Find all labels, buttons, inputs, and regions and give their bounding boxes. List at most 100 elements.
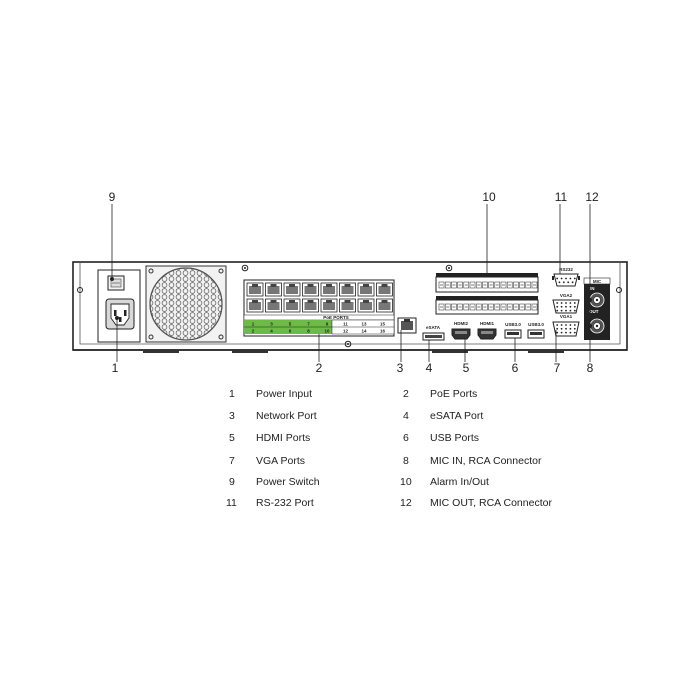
poe-rj45-port[interactable] — [265, 282, 282, 297]
mic-out-label: OUT — [589, 309, 599, 314]
poe-rj45-port[interactable] — [302, 298, 319, 313]
connector-pin — [556, 305, 559, 308]
callout-leader-lines — [110, 204, 593, 362]
poe-port-number: 8 — [307, 329, 310, 334]
alarm-terminal[interactable] — [531, 303, 538, 311]
usb-port-2[interactable] — [527, 329, 545, 339]
network-port[interactable] — [397, 317, 417, 334]
poe-rj45-port[interactable] — [376, 298, 393, 313]
callout-1: 1 — [112, 361, 119, 375]
alarm-terminal[interactable] — [444, 281, 451, 289]
connector-pin — [569, 277, 572, 280]
alarm-terminal[interactable] — [519, 303, 525, 311]
callout-9: 9 — [109, 190, 116, 204]
alarm-terminal[interactable] — [475, 303, 482, 311]
connector-pin — [565, 277, 567, 280]
alarm-terminal[interactable] — [500, 281, 507, 289]
alarm-terminal[interactable] — [519, 281, 525, 289]
poe-rj45-port[interactable] — [357, 282, 375, 297]
rs232-label: RS232 — [559, 267, 573, 272]
alarm-terminal[interactable] — [488, 303, 494, 311]
connector-pin — [560, 309, 563, 312]
connector-pin — [569, 324, 572, 326]
connector-pin — [573, 309, 576, 312]
alarm-terminal[interactable] — [469, 303, 476, 311]
poe-port-number: 6 — [289, 329, 292, 334]
poe-rj45-port[interactable] — [246, 298, 264, 313]
alarm-terminal[interactable] — [457, 281, 463, 289]
hdmi1-port[interactable] — [477, 328, 497, 340]
alarm-terminal[interactable] — [457, 303, 463, 311]
poe-port-number: 15 — [380, 322, 386, 327]
vga1-port[interactable] — [552, 321, 580, 337]
alarm-terminal[interactable] — [438, 281, 445, 289]
poe-rj45-port[interactable] — [283, 282, 301, 297]
callout-12: 12 — [585, 190, 599, 204]
connector-pin — [560, 331, 563, 334]
alarm-terminal[interactable] — [463, 281, 470, 289]
poe-rj45-port[interactable] — [320, 298, 338, 313]
alarm-terminal[interactable] — [525, 281, 532, 289]
poe-rj45-port[interactable] — [320, 282, 338, 297]
connector-pin — [556, 309, 559, 312]
poe-rj45-port[interactable] — [246, 282, 264, 297]
poe-port-number: 5 — [289, 322, 292, 327]
esata-label: eSATA — [426, 325, 441, 330]
connector-pin — [562, 281, 565, 284]
callout-11: 11 — [555, 190, 568, 204]
usb-label-1: USB3.0 — [505, 322, 521, 327]
alarm-terminal[interactable] — [469, 281, 476, 289]
poe-rj45-port[interactable] — [302, 282, 319, 297]
vga1-label: VGA1 — [560, 314, 573, 319]
alarm-terminal[interactable] — [525, 303, 532, 311]
connector-pin — [558, 281, 561, 284]
connector-pin — [569, 309, 572, 312]
alarm-terminal[interactable] — [506, 303, 513, 311]
poe-rj45-port[interactable] — [339, 282, 356, 297]
rs232-port[interactable] — [552, 273, 580, 287]
fan-grille — [145, 265, 227, 343]
poe-rj45-port[interactable] — [265, 298, 282, 313]
alarm-terminal[interactable] — [500, 303, 507, 311]
alarm-terminal[interactable] — [494, 281, 501, 289]
callout-10: 10 — [482, 190, 496, 204]
poe-rj45-port[interactable] — [376, 282, 393, 297]
usb-port-1[interactable] — [504, 329, 522, 339]
alarm-terminal[interactable] — [482, 303, 488, 311]
alarm-terminal[interactable] — [463, 303, 470, 311]
poe-rj45-port[interactable] — [339, 298, 356, 313]
alarm-terminal[interactable] — [506, 281, 513, 289]
poe-port-number: 14 — [361, 329, 367, 334]
connector-pin — [556, 302, 559, 304]
alarm-terminal[interactable] — [451, 281, 457, 289]
vga2-port[interactable] — [552, 299, 580, 314]
alarm-terminal[interactable] — [488, 281, 494, 289]
power-input-socket[interactable] — [105, 298, 135, 330]
poe-rj45-port[interactable] — [357, 298, 375, 313]
alarm-io-terminals[interactable] — [435, 264, 539, 315]
esata-port[interactable] — [422, 332, 445, 341]
callout-7: 7 — [554, 361, 561, 375]
connector-pin — [569, 327, 572, 330]
alarm-terminal[interactable] — [444, 303, 451, 311]
poe-rj45-port[interactable] — [283, 298, 301, 313]
callout-4: 4 — [426, 361, 433, 375]
connector-pin — [560, 277, 563, 280]
alarm-terminal[interactable] — [513, 303, 519, 311]
mic-in-rca-connector[interactable] — [589, 292, 605, 308]
connector-pin — [565, 302, 567, 304]
poe-port-number: 4 — [270, 329, 273, 334]
alarm-terminal[interactable] — [451, 303, 457, 311]
alarm-terminal[interactable] — [482, 281, 488, 289]
connector-pin — [573, 324, 576, 326]
alarm-terminal[interactable] — [438, 303, 445, 311]
alarm-terminal[interactable] — [475, 281, 482, 289]
alarm-terminal[interactable] — [531, 281, 538, 289]
poe-port-number: 7 — [307, 322, 310, 327]
mic-out-rca-connector[interactable] — [589, 318, 605, 334]
alarm-terminal[interactable] — [494, 303, 501, 311]
connector-pin — [556, 277, 559, 280]
alarm-terminal[interactable] — [513, 281, 519, 289]
hdmi2-port[interactable] — [451, 328, 471, 340]
